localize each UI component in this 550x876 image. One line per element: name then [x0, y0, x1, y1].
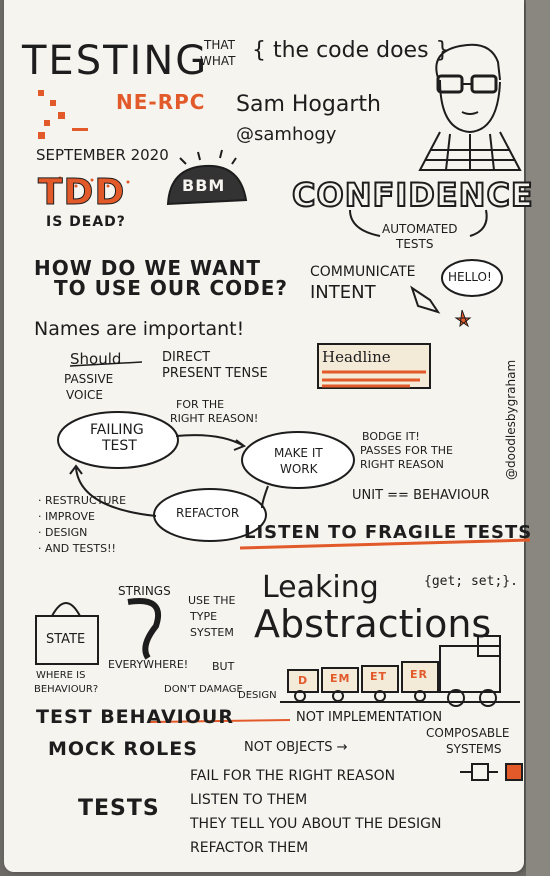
tests-item: REFACTOR THEM	[190, 840, 309, 856]
underline	[149, 719, 291, 723]
bullet-item: · RESTRUCTURE	[38, 494, 127, 507]
state-bag-icon	[35, 615, 99, 665]
make-it-label: MAKE IT	[274, 446, 323, 460]
intent-label: INTENT	[310, 282, 376, 303]
speech-bubble	[441, 259, 503, 297]
type-label: TYPE	[190, 610, 218, 623]
how-line2: TO USE OUR CODE?	[54, 276, 289, 300]
tdd-stipple	[44, 176, 130, 188]
is-dead-label: IS DEAD?	[46, 214, 126, 230]
title-that: THAT	[204, 38, 235, 52]
cloud-failing-test	[57, 411, 179, 469]
tests-item: LISTEN TO THEM	[190, 792, 308, 808]
bbm-label: BBM	[182, 176, 226, 195]
get-set-label: {get; set;}.	[424, 574, 518, 589]
systems-label: SYSTEMS	[446, 742, 502, 756]
but-label: BUT	[212, 660, 235, 673]
work-label: WORK	[280, 462, 318, 476]
speaker-portrait	[418, 43, 522, 171]
composable-label: COMPOSABLE	[426, 726, 510, 740]
train-doodle	[280, 635, 520, 707]
tests-heading: TESTS	[78, 796, 160, 821]
direct-label: DIRECT	[162, 350, 211, 365]
notebook-spine	[526, 0, 550, 876]
bodge-line1: BODGE IT!	[362, 430, 420, 443]
speaker-name: Sam Hogarth	[236, 92, 381, 117]
arrow-doodle	[469, 209, 488, 237]
megaphone-icon	[410, 285, 441, 314]
event-date: SEPTEMBER 2020	[36, 146, 169, 164]
pixel-squares	[38, 90, 88, 139]
tests-label: TESTS	[396, 237, 434, 251]
headline-text: Headline	[322, 348, 391, 366]
bodge-line2: PASSES FOR THE	[360, 444, 453, 457]
reason-line1: FOR THE	[176, 398, 225, 411]
not-implementation-label: NOT IMPLEMENTATION	[296, 710, 443, 725]
string-snake-icon	[127, 598, 161, 660]
cloud-make-it-work	[241, 431, 355, 489]
dont-damage-label: DON'T DAMAGE	[164, 684, 243, 695]
should-label: Should	[70, 350, 122, 368]
title-main: TESTING	[22, 38, 209, 84]
mock-roles-heading: MOCK ROLES	[48, 738, 198, 760]
spark-icon	[454, 309, 472, 328]
state-label: STATE	[46, 632, 86, 647]
voice-label: VOICE	[66, 388, 103, 402]
tests-item: FAIL FOR THE RIGHT REASON	[190, 768, 396, 784]
system-label: SYSTEM	[190, 626, 234, 639]
hello-bubble-text: HELLO!	[448, 270, 492, 284]
tdd-label: TDD	[37, 172, 126, 214]
strings-label: STRINGS	[118, 584, 171, 598]
cycle-arrows	[69, 434, 269, 517]
speaker-handle: @samhogy	[236, 124, 337, 145]
bullet-item: · IMPROVE	[38, 510, 95, 523]
artist-credit: @doodlesbygraham	[504, 359, 518, 480]
train-car-label: D	[298, 674, 309, 687]
failing-label: FAILING	[90, 422, 144, 438]
title-brace: { the code does }	[252, 38, 450, 63]
communicate-label: COMMUNICATE	[310, 264, 416, 280]
bodge-line3: RIGHT REASON	[360, 458, 444, 471]
use-the-label: USE THE	[188, 594, 236, 607]
bullet-item: · AND TESTS!!	[38, 542, 116, 555]
passive-label: PASSIVE	[64, 372, 114, 386]
present-tense-label: PRESENT TENSE	[162, 366, 268, 381]
unit-behaviour-label: UNIT == BEHAVIOUR	[352, 488, 490, 503]
rock-doodle	[166, 149, 248, 206]
where-is-label: WHERE IS	[36, 670, 86, 681]
how-line1: HOW DO WE WANT	[34, 256, 262, 280]
test-label: TEST	[102, 438, 137, 454]
names-heading: Names are important!	[34, 318, 245, 340]
confidence-word: CONFIDENCE	[291, 175, 534, 215]
test-icons	[460, 763, 523, 781]
everywhere-label: EVERYWHERE!	[108, 658, 189, 671]
not-objects-label: NOT OBJECTS →	[244, 740, 348, 755]
refactor-label: REFACTOR	[176, 506, 240, 520]
headline-lines	[322, 370, 426, 388]
bag-handle	[51, 602, 81, 617]
abstractions-word: Abstractions	[254, 602, 492, 646]
reason-line2: RIGHT REASON!	[170, 412, 259, 425]
fragile-underline	[239, 538, 531, 550]
strikethrough	[69, 361, 143, 367]
test-behaviour-heading: TEST BEHAVIOUR	[36, 706, 234, 728]
design-label: DESIGN	[238, 690, 277, 701]
train-car-label: ET	[370, 670, 388, 683]
train-car-label: ER	[410, 668, 428, 681]
bullet-item: · DESIGN	[38, 526, 88, 539]
leaking-word: Leaking	[262, 570, 379, 605]
event-name: NE-RPC	[116, 90, 206, 114]
train-car-label: EM	[330, 672, 351, 685]
behaviour-question: BEHAVIOUR?	[34, 684, 99, 695]
automated-label: AUTOMATED	[382, 222, 458, 236]
fragile-tests-heading: LISTEN TO FRAGILE TESTS	[244, 522, 533, 543]
arrow-doodle	[349, 209, 381, 237]
tests-item: THEY TELL YOU ABOUT THE DESIGN	[190, 816, 442, 832]
title-what: WHAT	[200, 54, 236, 68]
